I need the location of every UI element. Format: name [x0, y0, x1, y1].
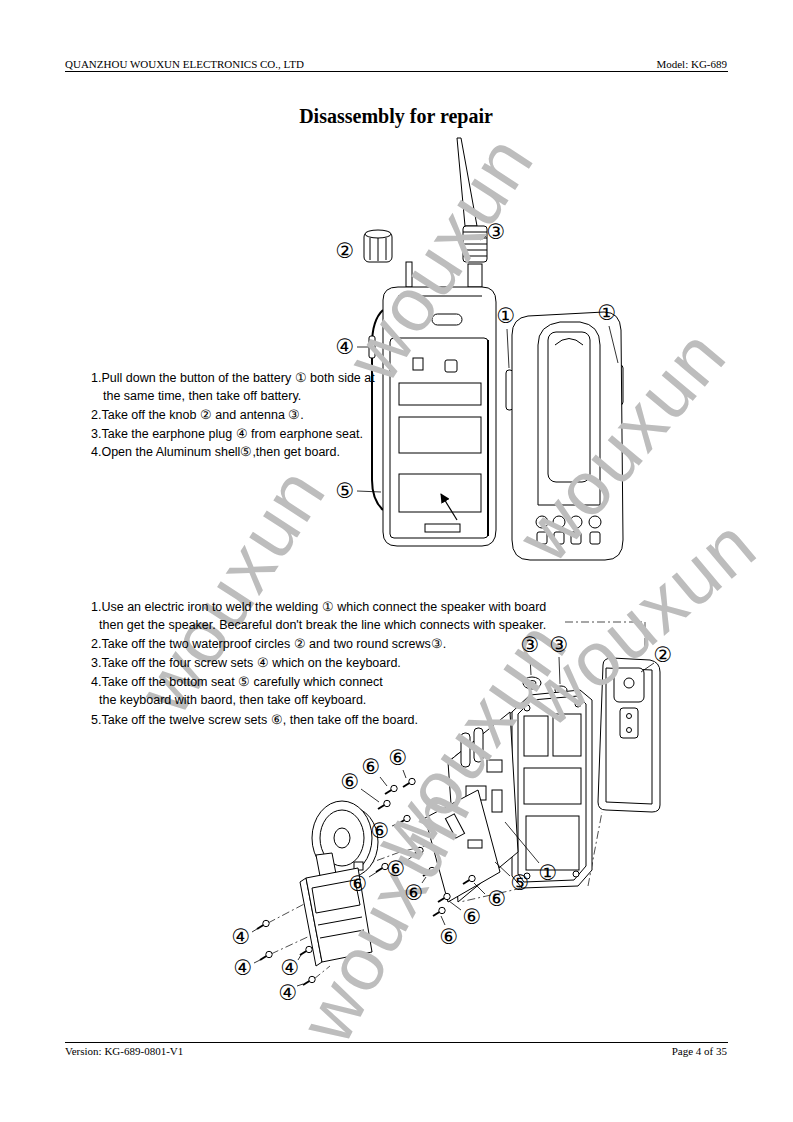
leader-line: [357, 491, 381, 492]
speaker: [312, 801, 372, 875]
radio-back: [445, 360, 457, 372]
callout-number: ④: [232, 927, 251, 948]
shell-arrow: [441, 494, 457, 520]
callout-number: ⑥: [349, 874, 368, 895]
battery-cover: [627, 728, 632, 733]
callout-number: ③: [521, 635, 540, 656]
leader-line: [361, 789, 379, 802]
radio-side: [555, 339, 583, 346]
battery-cover: [627, 714, 632, 719]
screw: [433, 907, 445, 916]
callout-number: ⑤: [511, 873, 530, 894]
callout-number: ②: [654, 645, 673, 666]
instruction-step: 2.Take off the knob ② and antenna ③.: [91, 406, 377, 424]
radio-back: [399, 417, 481, 453]
instruction-step: 3.Take off the four screw sets ④ which o…: [91, 654, 573, 672]
screw: [438, 893, 450, 902]
callout-number: ⑥: [405, 883, 424, 904]
callout-number: ⑥: [341, 772, 360, 793]
callout-number: ③: [550, 635, 569, 656]
main-board: [492, 790, 502, 812]
radio-back: [399, 383, 481, 405]
page-title: Disassembly for repair: [299, 104, 493, 128]
screw: [300, 946, 312, 955]
header-model: Model: KG-689: [656, 58, 727, 71]
leader-line: [495, 862, 510, 876]
header-rule: [65, 71, 728, 72]
instruction-step: 3.Take the earphone plug ④ from earphone…: [91, 425, 377, 443]
leader-line: [507, 329, 509, 368]
radio-back: [399, 474, 481, 512]
header-rule: [65, 71, 728, 72]
knob: [365, 230, 391, 238]
callout-number: ⑥: [362, 757, 381, 778]
callout-number: ④: [281, 958, 300, 979]
footer-rule: [65, 1042, 728, 1043]
callout-number: ⑤: [336, 481, 355, 502]
instruction-step: 4.Open the Aluminum shell⑤,then get boar…: [91, 443, 377, 461]
callout-number: ①: [539, 863, 558, 884]
callout-number: ①: [497, 306, 516, 327]
battery-cover: [620, 708, 638, 738]
instruction-step: 2.Take off the two waterproof circles ② …: [91, 635, 573, 653]
dash-dot-line: [271, 934, 314, 954]
callout-number: ⑥: [463, 907, 482, 928]
callout-number: ⑥: [488, 889, 507, 910]
callout-number: ⑥: [371, 821, 390, 842]
knob: [370, 238, 371, 260]
screw: [260, 951, 272, 960]
callout-number: ⑥: [387, 859, 406, 880]
leader-line: [252, 929, 257, 932]
leader-line: [505, 822, 539, 863]
shell-arrow: [441, 494, 457, 520]
instruction-step: 1.Pull down the button of the battery ① …: [91, 369, 377, 405]
dash-dot-line: [268, 902, 308, 923]
radio-back: [425, 524, 460, 532]
header-company: QUANZHOU WOUXUN ELECTRONICS CO., LTD: [65, 58, 304, 71]
leader-line: [441, 916, 445, 925]
watermark: wouxun: [334, 122, 547, 393]
instruction-step: 1.Use an electric iron to weld the weldi…: [91, 598, 573, 634]
callout-number: ④: [234, 958, 253, 979]
leader-line: [449, 901, 461, 910]
speaker: [334, 828, 350, 848]
leader-line: [380, 777, 387, 786]
callout-number: ②: [336, 241, 355, 262]
screw: [463, 875, 475, 884]
footer-page: Page 4 of 35: [672, 1045, 727, 1058]
radio-back: [487, 340, 489, 536]
callout-number: ①: [598, 303, 617, 324]
instruction-step: 5.Take off the twelve screw sets ⑥, then…: [91, 711, 573, 729]
callout-number: ⑥: [389, 748, 408, 769]
callout-number: ③: [487, 222, 506, 243]
bottom-seat: [468, 840, 482, 848]
knob: [378, 238, 379, 261]
callout-number: ⑥: [440, 927, 459, 948]
knob: [386, 238, 387, 260]
leader-line: [474, 883, 485, 894]
chassis-frame: [573, 871, 579, 877]
callout-number: ④: [336, 337, 355, 358]
leader-line: [254, 960, 260, 963]
chassis-frame: [524, 768, 581, 804]
footer-rule: [65, 1042, 728, 1043]
screw: [257, 920, 269, 929]
leader-line: [609, 326, 618, 363]
footer-version: Version: KG-689-0801-V1: [65, 1045, 183, 1058]
callout-number: ④: [279, 983, 298, 1004]
instruction-step: 4.Take off the bottom seat ⑤ carefully w…: [91, 673, 403, 709]
leader-line: [297, 984, 303, 986]
